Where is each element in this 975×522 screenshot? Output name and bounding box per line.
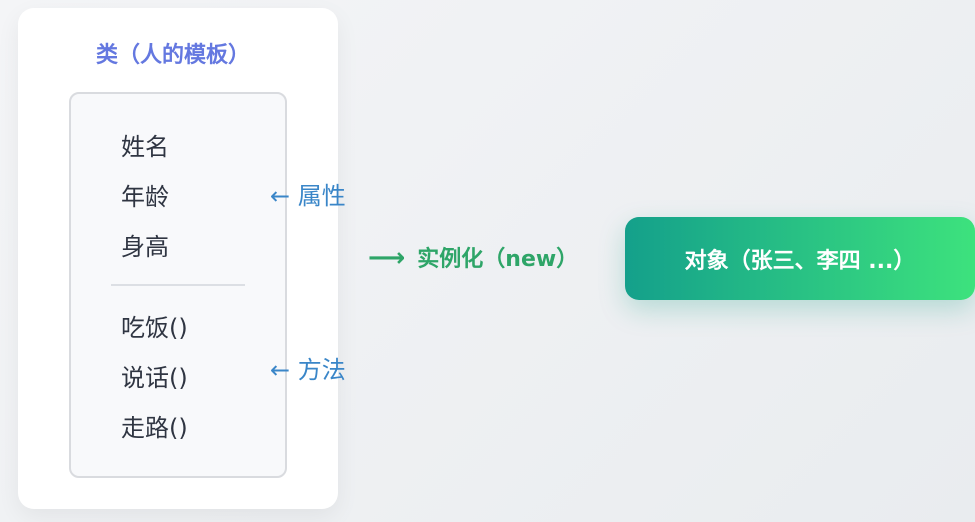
class-title: 类（人的模板） xyxy=(95,43,250,68)
attribute-age: 年龄 xyxy=(121,183,169,211)
method-eat: 吃饭() xyxy=(121,314,188,342)
attribute-height: 身高 xyxy=(121,233,169,261)
right-arrow-icon: ⟶ xyxy=(368,243,406,273)
attributes-annotation: ← 属性 xyxy=(270,182,346,210)
class-card: 类（人的模板） 姓名 年龄 身高 吃饭() 说话() 走路() xyxy=(18,8,338,509)
method-speak: 说话() xyxy=(121,364,188,392)
members-divider xyxy=(111,284,245,286)
class-members-box: 姓名 年龄 身高 吃饭() 说话() 走路() xyxy=(69,92,287,478)
method-walk: 走路() xyxy=(121,414,188,442)
instantiate-label: 实例化（new） xyxy=(417,247,579,272)
attribute-name: 姓名 xyxy=(121,133,169,161)
methods-annotation: ← 方法 xyxy=(270,356,346,384)
object-box: 对象（张三、李四 ...） xyxy=(625,217,975,300)
instantiate-label-group: ⟶ 实例化（new） xyxy=(368,243,578,275)
object-label: 对象（张三、李四 ...） xyxy=(684,248,916,274)
